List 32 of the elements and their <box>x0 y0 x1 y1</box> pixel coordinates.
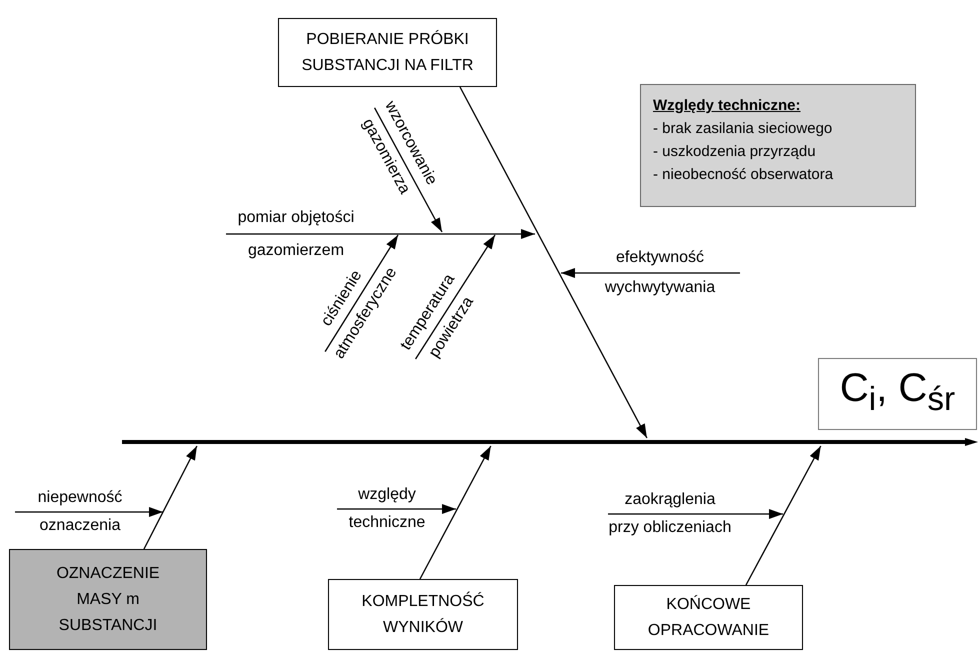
box-label: KOMPLETNOŚĆ WYNIKÓW <box>360 590 486 638</box>
box-label: OZNACZENIE MASY m SUBSTANCJI <box>55 564 161 636</box>
note-box <box>640 84 916 207</box>
cause-label: zaokrąglenia przy obliczeniach <box>608 486 732 542</box>
arrow <box>419 446 492 580</box>
spine-arrow <box>122 438 978 446</box>
cause-label: niepewność oznaczenia <box>15 484 145 540</box>
arrow <box>415 234 496 360</box>
arrow <box>15 507 163 517</box>
cause-box <box>614 585 803 650</box>
arrow <box>337 504 456 514</box>
effect-box <box>818 358 977 430</box>
note-item: - uszkodzenia przyrządu <box>653 142 816 162</box>
box-label: KOŃCOWE OPRACOWANIE <box>646 594 770 640</box>
cause-box <box>328 579 518 650</box>
arrow <box>324 234 399 352</box>
arrow <box>745 446 822 586</box>
note-item: - brak zasilania sieciowego <box>653 119 832 139</box>
note-item: - nieobecność obserwatora <box>653 165 834 185</box>
cause-box <box>278 18 497 87</box>
arrow <box>374 108 443 232</box>
box-label: POBIERANIE PRÓBKI SUBSTANCJI NA FILTR <box>300 29 474 76</box>
arrow <box>459 86 648 438</box>
effect-label: C$_{i}$, C$_{śr}$ <box>840 365 956 420</box>
cause-box <box>9 549 207 650</box>
arrow <box>226 229 535 239</box>
arrow <box>561 268 740 278</box>
cause-label: względy techniczne <box>337 481 437 537</box>
cause-label: efektywność wychwytywania <box>580 243 740 303</box>
note-heading: Względy techniczne: <box>653 96 801 116</box>
arrow <box>608 509 783 519</box>
arrow <box>143 446 198 550</box>
